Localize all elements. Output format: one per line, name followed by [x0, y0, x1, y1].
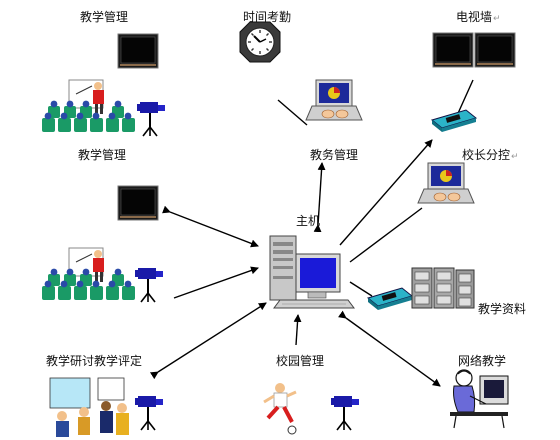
online-learner-icon	[450, 369, 509, 429]
connection-lines	[149, 79, 474, 387]
tv-wall	[432, 32, 516, 68]
return-mark: ↵	[511, 152, 519, 162]
classroom-top	[41, 79, 136, 133]
camera-bottom-middle	[330, 395, 360, 431]
classroom-middle	[41, 247, 136, 301]
meeting-group	[49, 377, 129, 437]
camera-top-left	[136, 101, 166, 137]
label-shijian-kaoqin: 时间考勤	[243, 10, 292, 24]
label-jiaoxue-guanli-top: 教学管理	[80, 10, 129, 24]
line-host-tape	[349, 281, 373, 297]
monitor-top-left	[117, 33, 159, 69]
line-clock-to-laptop	[277, 99, 308, 126]
label-yanjiu-pingding: 教学研讨教学评定	[46, 354, 143, 368]
label-dianshiqiang-text: 电视墙	[456, 10, 493, 24]
label-zhuji: 主机	[296, 214, 321, 228]
label-jiaoxue-guanli: 教学管理	[78, 148, 127, 162]
tape-device-middle	[367, 287, 413, 311]
return-mark: ↵	[493, 14, 501, 24]
camera-middle-left	[134, 267, 164, 303]
arrow-host-jiaowu	[313, 162, 326, 233]
file-cabinets	[411, 267, 475, 309]
arrow-host-classroom	[173, 266, 259, 299]
host-computer-icon	[269, 235, 355, 309]
soccer-player-icon	[263, 383, 297, 435]
laptop-xiaozhang	[417, 162, 475, 204]
label-dianshiqiang: 电视墙↵	[456, 8, 501, 25]
clock-icon	[239, 21, 281, 63]
arrow-host-xiaozhang	[339, 139, 433, 246]
label-wangluo-jiaoxue: 网络教学	[458, 354, 507, 368]
tape-device-top	[431, 109, 477, 133]
arrow-host-yanjiu	[149, 302, 267, 380]
arrow-host-xiaoyuan	[293, 314, 302, 346]
label-jiaoxue-ziliao: 教学资料	[478, 302, 527, 316]
laptop-jiaowu	[305, 79, 363, 121]
label-xiaozhang-fenkong-text: 校长分控	[462, 148, 511, 162]
camera-bottom-left	[134, 395, 164, 431]
label-xiaozhang-fenkong: 校长分控↵	[462, 146, 519, 163]
label-xiaoyuan-guanli: 校园管理	[276, 354, 325, 368]
arrow-host-monitor-left	[162, 205, 259, 248]
label-jiaowu-guanli: 教务管理	[310, 148, 359, 162]
line-host-principal-laptop	[349, 207, 423, 263]
arrow-host-wangluo	[337, 310, 441, 387]
monitor-left	[117, 185, 159, 221]
